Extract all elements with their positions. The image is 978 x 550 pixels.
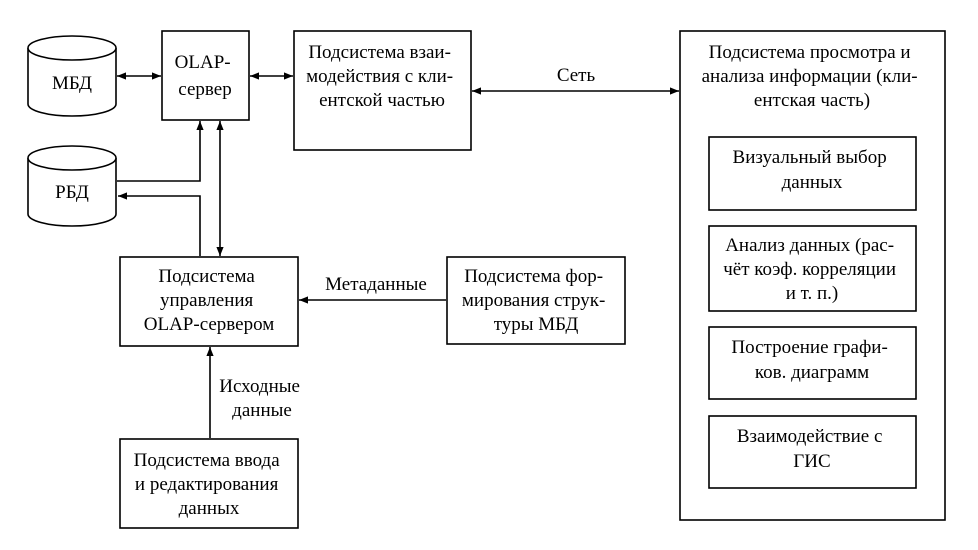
rbd-to-olap-server-arrow (117, 121, 204, 182)
mbd-database-cylinder: МБД (27, 35, 117, 117)
metadata-label: Метаданные (325, 274, 427, 295)
olap-management-subsystem-box: Подсистема управления OLAP-сервером (119, 256, 299, 347)
gis-interaction-box: Взаимодействие с ГИС (708, 415, 917, 489)
data-analysis-label: Анализ данных (рас- чёт коэф. корреляции… (723, 235, 901, 304)
visual-selection-label: Визуальный выбор данных (733, 147, 892, 193)
data-input-label: Подсистема ввода и редактирования данных (134, 450, 285, 519)
charts-building-label: Построение графи- ков. диаграмм (731, 337, 892, 383)
structure-forming-label: Подсистема фор- мирования струк- туры МБ… (462, 266, 610, 335)
visual-selection-box: Визуальный выбор данных (708, 136, 917, 211)
client-part-label: Подсистема просмотра и анализа информаци… (702, 42, 923, 111)
olap-server-label: OLAP- сервер (175, 52, 236, 100)
client-interaction-label: Подсистема взаи- модействия с кли- ентск… (306, 42, 458, 111)
olap-management-to-rbd-arrow (118, 192, 201, 256)
olap-management-label: Подсистема управления OLAP-сервером (144, 266, 275, 335)
mbd-label: МБД (52, 73, 92, 94)
rbd-label: РБД (55, 182, 89, 203)
data-input-subsystem-box: Подсистема ввода и редактирования данных (119, 438, 299, 529)
structure-forming-subsystem-box: Подсистема фор- мирования струк- туры МБ… (446, 256, 626, 345)
rbd-database-cylinder: РБД (27, 145, 117, 227)
client-interaction-subsystem-box: Подсистема взаи- модействия с кли- ентск… (293, 30, 472, 151)
olap-server-box: OLAP- сервер (161, 30, 250, 121)
charts-building-box: Построение графи- ков. диаграмм (708, 326, 917, 400)
data-analysis-box: Анализ данных (рас- чёт коэф. корреляции… (708, 225, 917, 312)
source-data-label: Исходные данные (219, 376, 304, 421)
network-label: Сеть (557, 65, 596, 86)
gis-interaction-label: Взаимодействие с ГИС (737, 426, 887, 472)
